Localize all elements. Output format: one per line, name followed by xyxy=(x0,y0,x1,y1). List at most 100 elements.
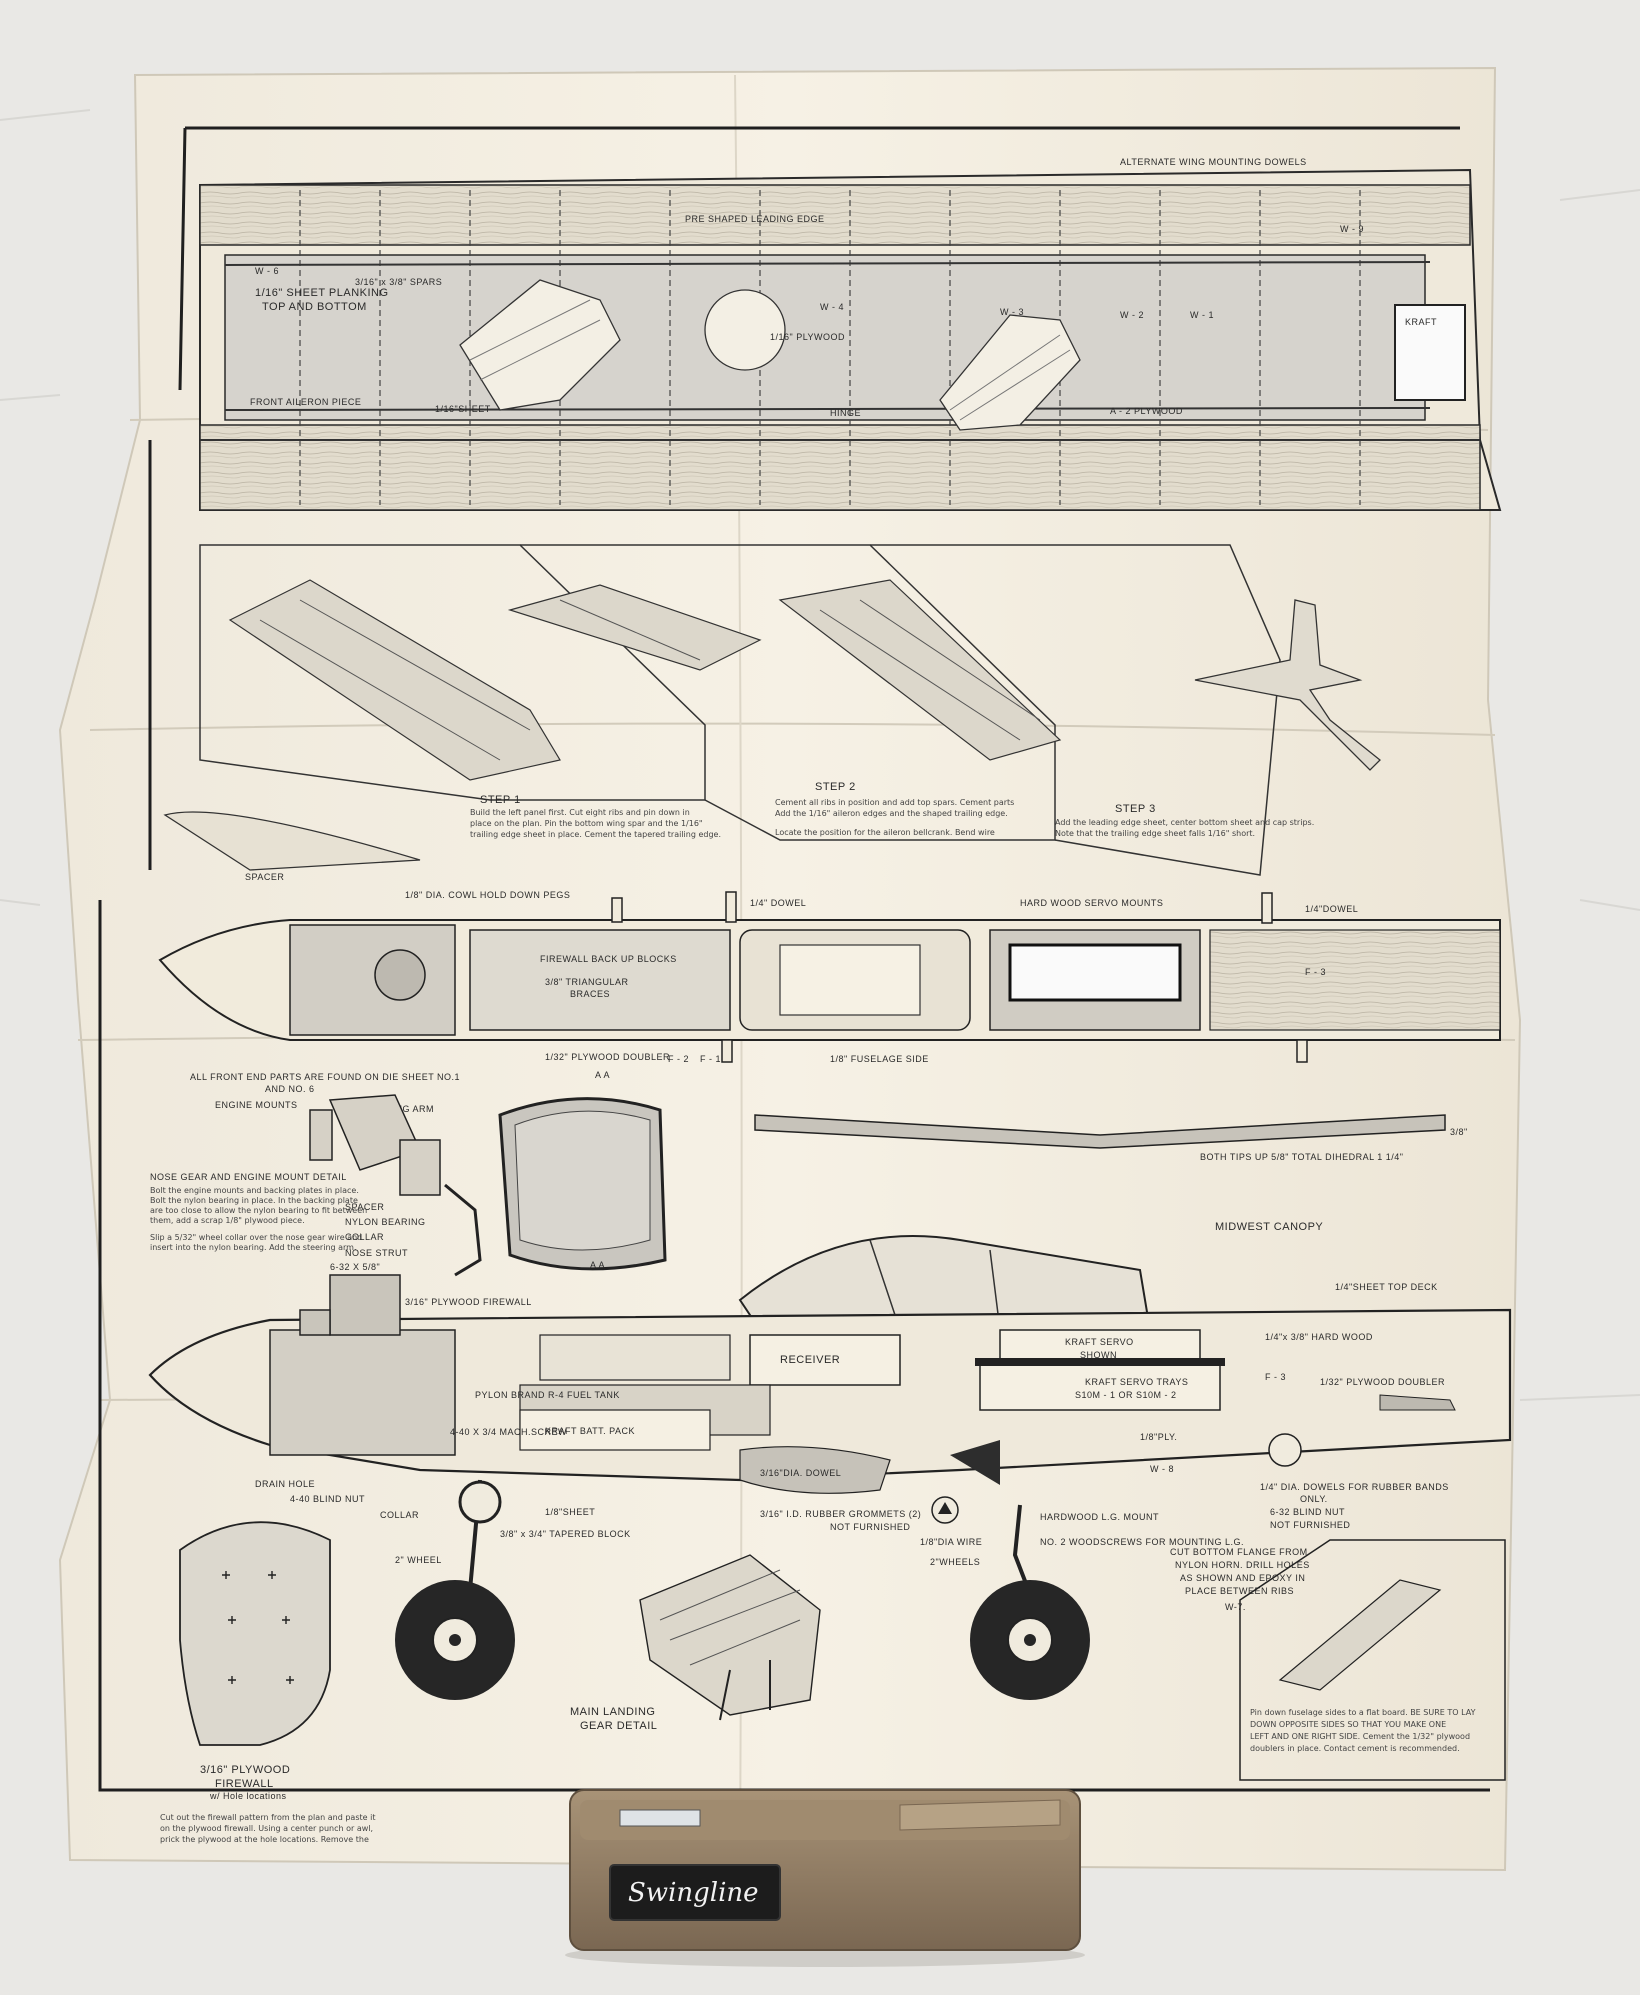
label-hard-wood: 1/4"x 3/8" HARD WOOD xyxy=(1265,1332,1373,1342)
label-front-end-parts: ALL FRONT END PARTS ARE FOUND ON DIE SHE… xyxy=(190,1072,460,1082)
svg-text:Add the 1/16" aileron edges an: Add the 1/16" aileron edges and the shap… xyxy=(775,809,1008,818)
label-receiver: RECEIVER xyxy=(780,1354,840,1366)
label-aa-bottom: A A xyxy=(590,1260,605,1270)
label-wheel-2: 2" WHEEL xyxy=(395,1555,442,1565)
label-screw-632: 6-32 X 5/8" xyxy=(330,1262,380,1272)
label-kraft-trays: KRAFT SERVO TRAYS xyxy=(1085,1377,1188,1387)
label-f1: F - 1 xyxy=(700,1054,721,1064)
label-midwest-canopy: MIDWEST CANOPY xyxy=(1215,1221,1323,1233)
svg-text:Pin down fuselage sides to a f: Pin down fuselage sides to a flat board.… xyxy=(1250,1708,1476,1717)
fuselage-cross-section: A A A A xyxy=(498,1070,667,1271)
svg-text:Add the leading edge sheet, ce: Add the leading edge sheet, center botto… xyxy=(1055,818,1314,827)
dihedral-view: 3/8" BOTH TIPS UP 5/8" TOTAL DIHEDRAL 1 … xyxy=(754,1114,1468,1162)
label-hinge: HINGE xyxy=(830,408,861,418)
label-nose-strut: NOSE STRUT xyxy=(345,1248,408,1258)
svg-text:on the plywood firewall. Using: on the plywood firewall. Using a center … xyxy=(160,1824,373,1833)
label-f3-top: F - 3 xyxy=(1305,967,1326,977)
svg-text:Bolt the nylon bearing in plac: Bolt the nylon bearing in place. In the … xyxy=(150,1196,358,1205)
label-grommets: 3/16" I.D. RUBBER GROMMETS (2) xyxy=(760,1509,921,1519)
label-and-no6: AND NO. 6 xyxy=(265,1084,315,1094)
svg-text:trailing edge sheet in place.: trailing edge sheet in place. Cement the… xyxy=(470,830,721,839)
label-aa-top: A A xyxy=(595,1070,610,1080)
label-not-furnished: NOT FURNISHED xyxy=(830,1522,910,1532)
svg-text:Note that the trailing edge sh: Note that the trailing edge sheet falls … xyxy=(1055,829,1255,838)
nose-gear-detail: ALL FRONT END PARTS ARE FOUND ON DIE SHE… xyxy=(150,1072,482,1277)
main-gear-detail: MAIN LANDING GEAR DETAIL xyxy=(570,1554,821,1732)
label-w1: W - 1 xyxy=(1190,310,1214,320)
label-step1: STEP 1 xyxy=(480,794,521,806)
label-sheet-planking: 1/16" SHEET PLANKING xyxy=(255,287,389,299)
label-ply-doubler-132: 1/32" PLYWOOD DOUBLER xyxy=(545,1052,670,1062)
fuselage-top-view: 1/8" DIA. COWL HOLD DOWN PEGS 1/4" DOWEL… xyxy=(158,890,1501,1064)
label-pre-shaped-le: PRE SHAPED LEADING EDGE xyxy=(685,214,825,224)
brand-label: Swingline xyxy=(628,1878,759,1908)
label-braces: BRACES xyxy=(570,989,610,999)
label-tapered-block: 3/8" x 3/4" TAPERED BLOCK xyxy=(500,1529,631,1539)
label-w8: W - 8 xyxy=(1150,1464,1174,1474)
label-alt-wing-dowels: ALTERNATE WING MOUNTING DOWELS xyxy=(1120,157,1307,167)
label-dowel-14b: 1/4"DOWEL xyxy=(1305,904,1358,914)
svg-text:Slip a 5/32" wheel collar over: Slip a 5/32" wheel collar over the nose … xyxy=(150,1233,362,1242)
label-cut-flange-4: PLACE BETWEEN RIBS xyxy=(1185,1586,1294,1596)
label-w9: W - 9 xyxy=(1340,224,1364,234)
svg-text:Build the left panel first. Cu: Build the left panel first. Cut eight ri… xyxy=(470,808,690,817)
svg-text:Bolt the engine mounts and bac: Bolt the engine mounts and backing plate… xyxy=(150,1186,359,1195)
label-dowel-14: 1/4" DOWEL xyxy=(750,898,806,908)
label-woodscrews: NO. 2 WOODSCREWS FOR MOUNTING L.G. xyxy=(1040,1537,1244,1547)
label-nylon-bearing: NYLON BEARING xyxy=(345,1217,426,1227)
label-sheet-18: 1/8"SHEET xyxy=(545,1507,595,1517)
svg-text:Cement all ribs in position an: Cement all ribs in position and add top … xyxy=(775,798,1014,807)
label-cowl-pegs: 1/8" DIA. COWL HOLD DOWN PEGS xyxy=(405,890,570,900)
label-a2-plywood: A - 2 PLYWOOD xyxy=(1110,406,1183,416)
label-w3: W - 3 xyxy=(1000,307,1024,317)
label-not-furnished-2: NOT FURNISHED xyxy=(1270,1520,1350,1530)
label-cut-flange-2: NYLON HORN. DRILL HOLES xyxy=(1175,1560,1310,1570)
label-kraft: KRAFT xyxy=(1405,317,1437,327)
label-f2: F - 2 xyxy=(668,1054,689,1064)
label-mach-screw: 4-40 X 3/4 MACH.SCREW xyxy=(450,1427,567,1437)
firewall-template: 3/16" PLYWOOD FIREWALL w/ Hole locations… xyxy=(160,1521,375,1844)
svg-text:place on the plan. Pin the bot: place on the plan. Pin the bottom wing s… xyxy=(470,819,703,828)
label-kraft-servo: KRAFT SERVO xyxy=(1065,1337,1134,1347)
label-spacer: SPACER xyxy=(245,872,284,882)
label-hardwood-lg: HARDWOOD L.G. MOUNT xyxy=(1040,1512,1159,1522)
label-ply-18: 1/8"PLY. xyxy=(1140,1432,1177,1442)
svg-text:are too close to allow the nyl: are too close to allow the nylon bearing… xyxy=(150,1206,367,1215)
label-engine-mounts: ENGINE MOUNTS xyxy=(215,1100,298,1110)
svg-text:Locate the position for the ai: Locate the position for the aileron bell… xyxy=(775,828,995,837)
svg-text:DOWN OPPOSITE SIDES SO THAT YO: DOWN OPPOSITE SIDES SO THAT YOU MAKE ONE xyxy=(1250,1720,1446,1729)
label-cut-flange-1: CUT BOTTOM FLANGE FROM xyxy=(1170,1547,1308,1557)
svg-text:doublers in place. Contact cem: doublers in place. Contact cement is rec… xyxy=(1250,1744,1460,1753)
label-trays-model: S10M - 1 OR S10M - 2 xyxy=(1075,1390,1177,1400)
label-firewall-caption-2: FIREWALL xyxy=(215,1778,274,1790)
label-firewall-blocks: FIREWALL BACK UP BLOCKS xyxy=(540,954,677,964)
label-wheels-2: 2"WHEELS xyxy=(930,1557,980,1567)
label-cut-flange-3: AS SHOWN AND EPOXY IN xyxy=(1180,1573,1305,1583)
wheel-front xyxy=(395,1580,515,1700)
label-w7: W-7. xyxy=(1225,1602,1246,1612)
label-plywood-116: 1/16" PLYWOOD xyxy=(770,332,845,342)
label-batt-pack: KRAFT BATT. PACK xyxy=(545,1426,635,1436)
label-dihedral-3-8: 3/8" xyxy=(1450,1127,1468,1137)
label-hardwood-servo: HARD WOOD SERVO MOUNTS xyxy=(1020,898,1163,908)
label-firewall-caption-1: 3/16" PLYWOOD xyxy=(200,1764,290,1776)
label-dowel-316: 3/16"DIA. DOWEL xyxy=(760,1468,841,1478)
label-collar-side: COLLAR xyxy=(380,1510,419,1520)
label-main-gear-1: MAIN LANDING xyxy=(570,1706,655,1718)
label-f3: F - 3 xyxy=(1265,1372,1286,1382)
label-main-gear-2: GEAR DETAIL xyxy=(580,1720,657,1732)
label-spacer-ng: SPACER xyxy=(345,1202,384,1212)
label-fuse-side: 1/8" FUSELAGE SIDE xyxy=(830,1054,929,1064)
label-shown: SHOWN xyxy=(1080,1350,1117,1360)
label-step2: STEP 2 xyxy=(815,781,856,793)
svg-text:Cut out the firewall pattern f: Cut out the firewall pattern from the pl… xyxy=(160,1813,375,1822)
stapler: Swingline xyxy=(565,1789,1085,1967)
svg-text:insert into the nylon bearing.: insert into the nylon bearing. Add the s… xyxy=(150,1243,357,1252)
label-front-aileron: FRONT AILERON PIECE xyxy=(250,397,361,407)
label-w6: W - 6 xyxy=(255,266,279,276)
label-tri-braces: 3/8" TRIANGULAR xyxy=(545,977,629,987)
label-blind-nut: 4-40 BLIND NUT xyxy=(290,1494,365,1504)
label-firewall-caption-3: w/ Hole locations xyxy=(209,1791,287,1801)
label-drain-hole: DRAIN HOLE xyxy=(255,1479,315,1489)
